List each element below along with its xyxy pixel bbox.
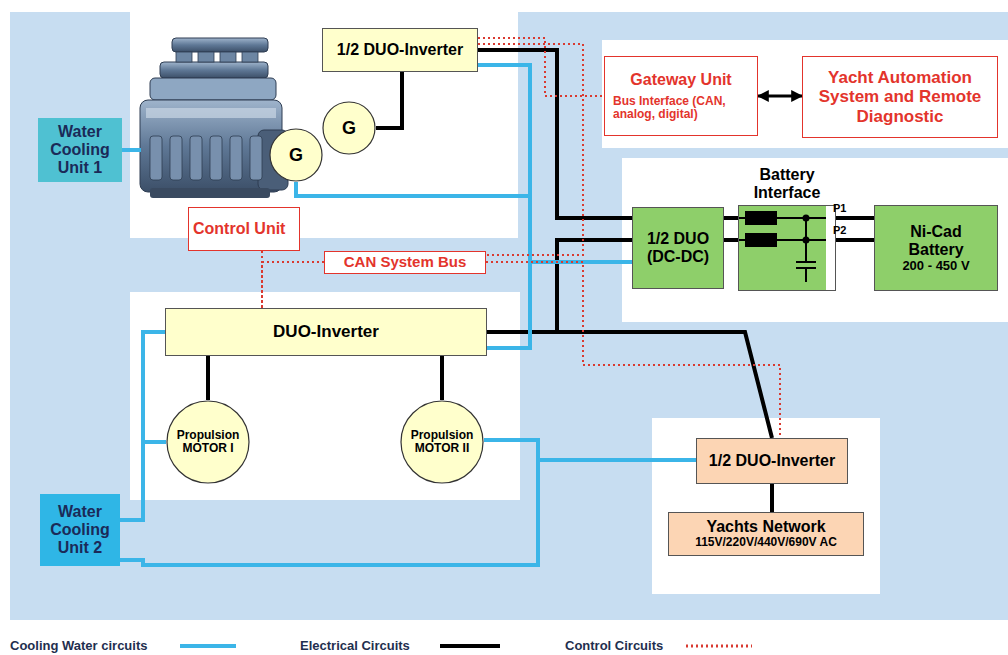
cooling-line: [484, 440, 696, 460]
filter-symbols: [738, 212, 826, 282]
node-title: Control Unit: [193, 220, 285, 238]
node-title: Battery Interface: [739, 166, 835, 202]
power-line: [487, 240, 632, 332]
node-title: 1/2 DUO (DC-DC): [638, 230, 718, 266]
power-line: [206, 356, 210, 400]
pin-label: P2: [833, 225, 846, 236]
cooling-line: [120, 442, 166, 520]
gateway-panel: [602, 40, 1008, 148]
control-line: [261, 251, 263, 308]
power-line: [836, 238, 874, 242]
battery-box: Ni-Cad Battery200 - 450 V: [874, 205, 998, 291]
cooling-pipe: [120, 148, 141, 152]
power-line: [724, 238, 738, 242]
node-title: DUO-Inverter: [273, 322, 379, 341]
legend-text: Control Circuits: [565, 638, 663, 653]
battery-panel: [622, 158, 1008, 322]
node-title: Propulsion MOTOR II: [406, 429, 478, 456]
gateway-box: Gateway UnitBus Interface (CAN, analog, …: [604, 56, 758, 136]
pin-label: P1: [833, 203, 846, 214]
node-title: 1/2 DUO-Inverter: [709, 452, 835, 470]
power-line: [770, 484, 774, 512]
ground: [10, 12, 1008, 620]
engine-illustration: [140, 38, 288, 198]
legend-sample: [180, 644, 236, 648]
automation-box: Yacht Automation System and Remote Diagn…: [802, 56, 998, 138]
control-box: Control Unit: [188, 207, 300, 251]
motor-circle: Propulsion MOTOR II: [400, 400, 484, 484]
node-title: G: [342, 118, 356, 138]
node-title: CAN System Bus: [344, 254, 467, 271]
node-title: Ni-Cad Battery: [886, 223, 986, 259]
inverter-box: DUO-Inverter: [165, 308, 487, 356]
node-title: Yachts Network: [706, 518, 825, 536]
power-line: [836, 216, 874, 220]
power-line: [724, 216, 738, 220]
legend-text: Electrical Circuits: [300, 638, 410, 653]
converter-box: 1/2 DUO (DC-DC): [632, 207, 724, 289]
power-line: [376, 72, 402, 128]
node-title: Water Cooling Unit 2: [45, 503, 115, 557]
bus-box: CAN System Bus: [324, 251, 486, 274]
cooling-line: [120, 332, 165, 520]
node-title: Yacht Automation System and Remote Diagn…: [808, 68, 992, 125]
network-box: Yachts Network115V/220V/440V/690V AC: [668, 512, 864, 556]
engine-fins: [150, 52, 262, 180]
node-title: Gateway Unit: [613, 71, 749, 89]
cooling-line: [487, 262, 632, 348]
inverter-box: 1/2 DUO-Inverter: [696, 438, 848, 484]
control-line: [262, 262, 324, 308]
node-title: Propulsion MOTOR I: [172, 429, 244, 456]
cooling-unit: Water Cooling Unit 2: [40, 494, 120, 566]
network-panel: [652, 418, 880, 594]
inverter-box: 1/2 DUO-Inverter: [322, 28, 478, 72]
legend-text: Cooling Water circuits: [10, 638, 147, 653]
legend-sample: [686, 645, 752, 648]
node-detail: Bus Interface (CAN, analog, digital): [613, 95, 749, 122]
generator-circle: G: [269, 128, 323, 182]
power-line: [758, 95, 802, 98]
node-detail: 115V/220V/440V/690V AC: [695, 536, 837, 549]
generator-circle: G: [322, 101, 376, 155]
control-line: [478, 44, 583, 255]
filter-box: Battery Interface: [738, 205, 836, 291]
node-title: Water Cooling Unit 1: [43, 123, 117, 177]
battery-interface-fill: [738, 205, 826, 291]
node-title: 1/2 DUO-Inverter: [337, 41, 463, 59]
node-title: G: [289, 145, 303, 165]
cooling-unit: Water Cooling Unit 1: [38, 118, 122, 182]
propulsion-panel: [130, 292, 520, 500]
legend-sample: [440, 644, 500, 648]
power-line: [440, 356, 444, 400]
motor-circle: Propulsion MOTOR I: [166, 400, 250, 484]
node-detail: 200 - 450 V: [902, 259, 969, 274]
cooling-line: [296, 182, 632, 262]
control-line: [478, 38, 604, 96]
engine-panel: [130, 12, 518, 238]
